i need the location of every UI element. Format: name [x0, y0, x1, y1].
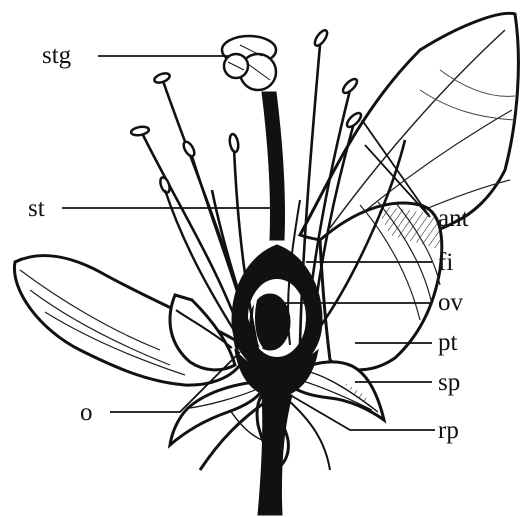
label-sp: sp	[438, 369, 460, 396]
label-o: o	[80, 399, 93, 426]
stigma	[222, 36, 276, 90]
anther-3	[182, 140, 197, 158]
style	[262, 92, 285, 240]
anther-4	[228, 133, 239, 152]
label-rp: rp	[438, 417, 459, 444]
label-ov: ov	[438, 289, 464, 316]
anther-7	[341, 77, 359, 95]
label-ant: ant	[438, 205, 469, 232]
anther-2	[130, 125, 149, 136]
anther-6	[313, 28, 330, 47]
label-stg: stg	[42, 42, 72, 69]
anther-1	[153, 72, 171, 85]
label-st: st	[28, 195, 45, 222]
label-pt: pt	[438, 329, 458, 356]
label-fi: fi	[438, 249, 453, 276]
